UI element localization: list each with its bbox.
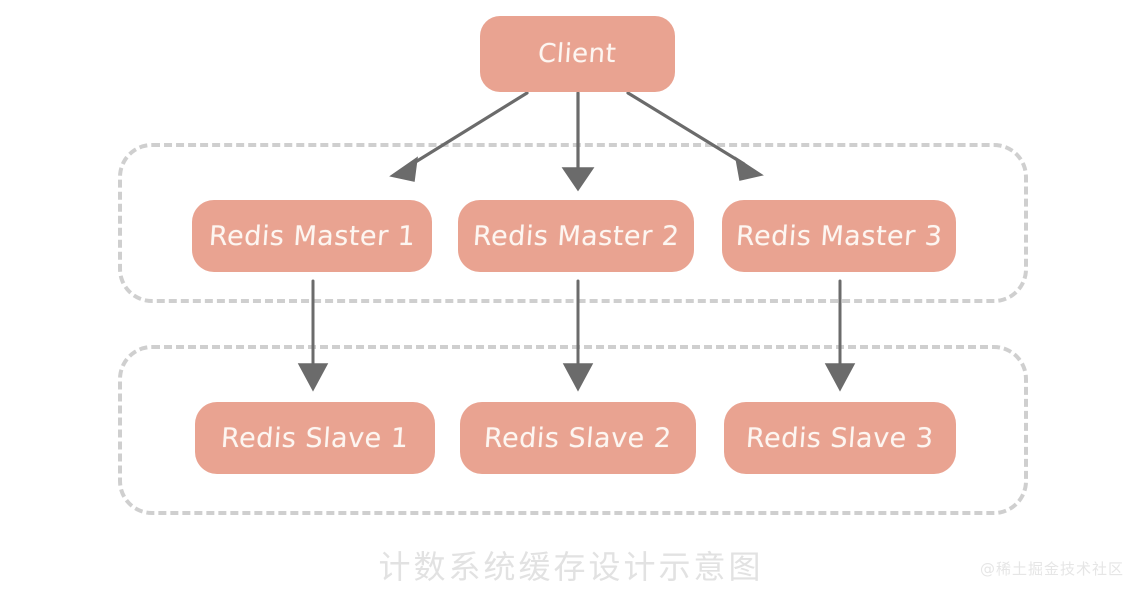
node-redis-master-3[interactable]: Redis Master 3 — [722, 200, 956, 272]
masters-group-container — [118, 143, 1028, 303]
node-client-label: Client — [537, 39, 618, 69]
node-redis-slave-3-label: Redis Slave 3 — [745, 422, 935, 454]
node-redis-master-2-label: Redis Master 2 — [471, 220, 681, 252]
diagram-caption: 计数系统缓存设计示意图 — [378, 548, 764, 586]
node-redis-slave-2[interactable]: Redis Slave 2 — [460, 402, 696, 474]
node-redis-master-2[interactable]: Redis Master 2 — [458, 200, 694, 272]
node-redis-slave-1-label: Redis Slave 1 — [220, 422, 410, 454]
node-redis-master-3-label: Redis Master 3 — [734, 220, 944, 252]
node-redis-slave-1[interactable]: Redis Slave 1 — [195, 402, 435, 474]
node-client[interactable]: Client — [480, 16, 675, 92]
node-redis-master-1-label: Redis Master 1 — [207, 220, 417, 252]
node-redis-slave-2-label: Redis Slave 2 — [483, 422, 673, 454]
slaves-group-container — [118, 345, 1028, 515]
watermark: @稀土掘金技术社区 — [979, 560, 1124, 578]
node-redis-master-1[interactable]: Redis Master 1 — [192, 200, 432, 272]
node-redis-slave-3[interactable]: Redis Slave 3 — [724, 402, 956, 474]
